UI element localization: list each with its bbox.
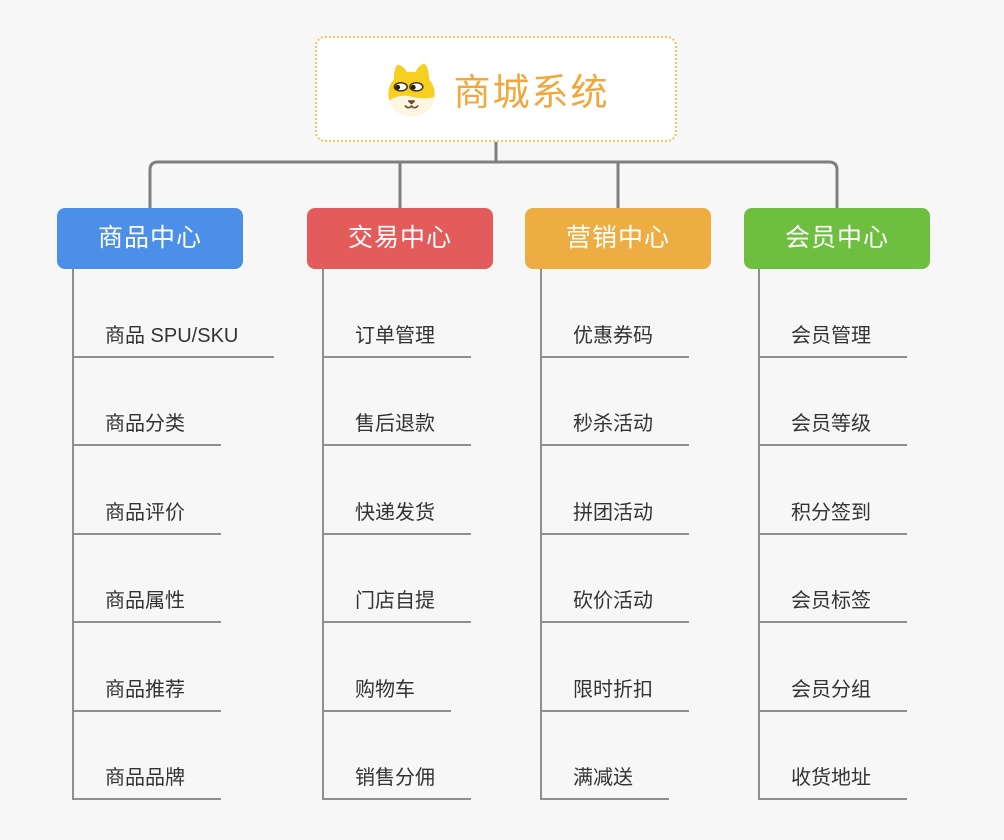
child-node[interactable]: 会员等级 [758,414,907,446]
child-node[interactable]: 订单管理 [322,326,471,358]
child-node[interactable]: 售后退款 [322,414,471,446]
bus-line [148,160,839,208]
child-node[interactable]: 会员管理 [758,326,907,358]
child-node[interactable]: 商品评价 [72,503,221,535]
child-node[interactable]: 满减送 [540,768,669,800]
branch-header-products[interactable]: 商品中心 [57,208,243,269]
root-title: 商城系统 [453,72,610,113]
root-node[interactable]: 商城系统 [315,36,677,142]
child-node[interactable]: 商品品牌 [72,768,221,800]
child-node[interactable]: 商品分类 [72,414,221,446]
child-node[interactable]: 收货地址 [758,768,907,800]
child-node[interactable]: 商品 SPU/SKU [72,326,275,358]
child-node[interactable]: 砍价活动 [540,591,689,623]
shiba-dog-icon [387,63,435,116]
branch-header-marketing[interactable]: 营销中心 [525,208,711,269]
child-node[interactable]: 优惠券码 [540,326,689,358]
child-node[interactable]: 会员标签 [758,591,907,623]
branch-header-trade[interactable]: 交易中心 [307,208,493,269]
child-node[interactable]: 销售分佣 [322,768,471,800]
child-node[interactable]: 门店自提 [322,591,471,623]
child-node[interactable]: 积分签到 [758,503,907,535]
child-node[interactable]: 快递发货 [322,503,471,535]
child-node[interactable]: 拼团活动 [540,503,689,535]
child-node[interactable]: 商品属性 [72,591,221,623]
branch-header-members[interactable]: 会员中心 [744,208,930,269]
child-node[interactable]: 秒杀活动 [540,414,689,446]
child-node[interactable]: 会员分组 [758,680,907,712]
child-node[interactable]: 商品推荐 [72,680,221,712]
child-node[interactable]: 购物车 [322,680,451,712]
child-node[interactable]: 限时折扣 [540,680,689,712]
